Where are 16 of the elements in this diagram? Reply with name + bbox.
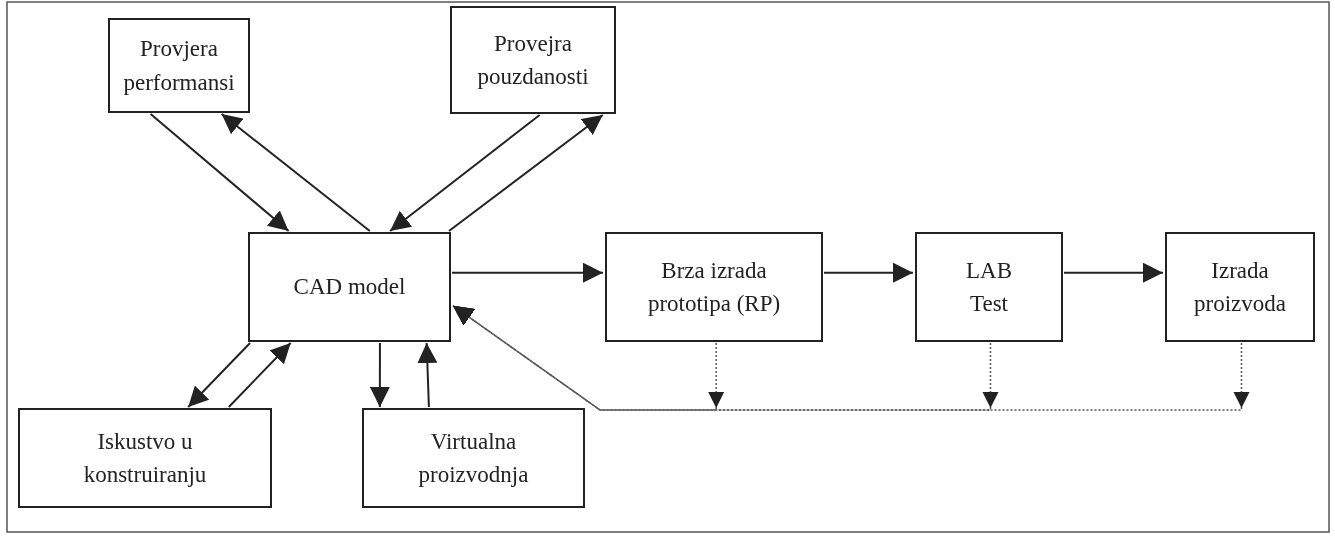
box-label: Izrada proizvoda bbox=[1193, 256, 1287, 318]
box-label: LAB Test bbox=[965, 256, 1013, 318]
process-box bbox=[450, 6, 616, 114]
process-box bbox=[915, 232, 1063, 342]
process-box bbox=[248, 232, 451, 342]
box-label: Provejra pouzdanosti bbox=[476, 29, 590, 91]
process-box bbox=[605, 232, 823, 342]
box-label: Provjera performansi bbox=[122, 35, 236, 97]
box-label: CAD model bbox=[292, 273, 407, 302]
box-label: Virtualna proizvodnja bbox=[417, 427, 530, 489]
process-box bbox=[362, 408, 585, 508]
process-box bbox=[18, 408, 272, 508]
box-label: Brza izrada prototipa (RP) bbox=[646, 256, 782, 318]
process-box bbox=[1165, 232, 1315, 342]
process-box bbox=[108, 18, 250, 113]
box-label: Iskustvo u konstruiranju bbox=[82, 427, 208, 489]
